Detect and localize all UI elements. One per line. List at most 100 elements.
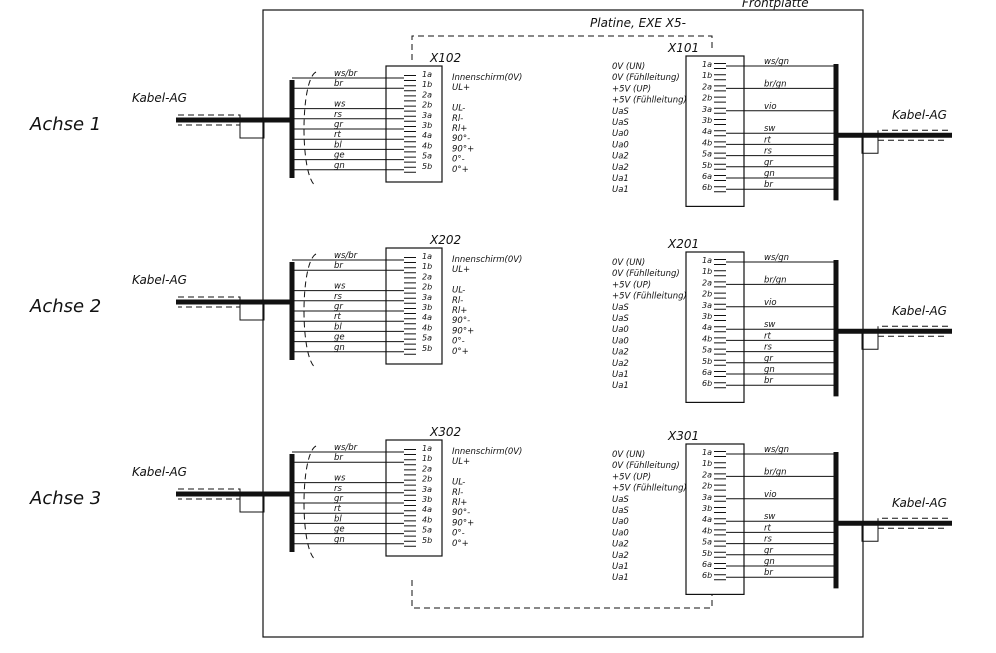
pin-contact	[404, 75, 416, 81]
pin-label: 4b	[422, 323, 432, 332]
pin-contact	[714, 270, 726, 277]
wire-color-label: gr	[764, 354, 773, 364]
pin-contact	[404, 277, 416, 284]
shield-loop	[303, 253, 317, 369]
pin-contact	[404, 146, 416, 153]
pin-label: 2b	[702, 482, 712, 491]
cable-shield	[178, 488, 241, 500]
pin-label: 5a	[702, 150, 712, 159]
wire-color-label: ws	[334, 474, 346, 484]
pin-contact	[404, 540, 416, 547]
wire-color-label: sw	[764, 124, 775, 134]
signal-label: Ua0	[612, 336, 629, 346]
signal-label: Ua0	[612, 140, 629, 150]
signal-label: Ua1	[612, 573, 629, 583]
pin-contact	[404, 520, 416, 527]
connector-label: X202	[429, 233, 461, 247]
pin-label: 2b	[422, 475, 432, 484]
signal-label: Rl-	[452, 296, 463, 306]
pin-label: 3b	[702, 116, 712, 125]
pin-contact	[404, 479, 416, 486]
wire-color-label: ws	[334, 100, 346, 110]
pin-label: 2b	[702, 94, 712, 103]
pin-contact	[714, 518, 726, 525]
wire-color-label: rs	[764, 343, 772, 353]
signal-label: Ua2	[612, 551, 629, 561]
wire-color-label: vio	[764, 298, 777, 308]
signal-label: Rl-	[452, 488, 463, 498]
wire-color-label: br	[334, 261, 343, 271]
signal-label: UaS	[612, 107, 629, 117]
junction-dot	[261, 299, 267, 305]
pin-label: 4b	[702, 334, 712, 343]
pin-contact	[714, 563, 726, 569]
wire-color-label: gr	[334, 120, 343, 130]
signal-label: 90°-	[452, 316, 470, 326]
pin-label: 5a	[422, 152, 432, 161]
wire-color-label: vio	[764, 102, 777, 112]
signal-label: UL-	[452, 478, 465, 488]
pin-label: 1b	[702, 459, 712, 468]
signal-label: Ua1	[612, 185, 629, 195]
pin-label: 3b	[702, 504, 712, 513]
cable-label: Kabel-AG	[892, 108, 947, 122]
cable-label: Kabel-AG	[892, 496, 947, 510]
pin-label: 5a	[422, 526, 432, 535]
wire-color-label: rt	[334, 312, 341, 322]
wire-color-label: rt	[764, 135, 771, 145]
wire-color-label: ge	[334, 151, 345, 161]
pin-contact	[714, 303, 726, 310]
signal-label: Ua2	[612, 540, 629, 550]
shield-tap	[861, 331, 879, 350]
pin-label: 4a	[422, 313, 432, 322]
signal-label: Rl-	[452, 114, 463, 124]
pin-contact	[714, 63, 726, 69]
pin-contact	[404, 510, 416, 517]
pin-label: 4a	[702, 515, 712, 524]
pin-contact	[404, 530, 416, 537]
wire-color-label: ge	[334, 525, 345, 535]
pin-contact	[714, 529, 726, 536]
wire-color-label: ws/gn	[764, 57, 789, 67]
signal-label: UL+	[452, 457, 470, 467]
signal-label: Ua1	[612, 370, 629, 380]
wire-color-label: br/gn	[764, 467, 787, 477]
pin-contact	[404, 105, 416, 112]
pin-contact	[404, 267, 416, 274]
wire-color-label: rt	[334, 130, 341, 140]
signal-label: 0V (Fühlleitung)	[612, 269, 680, 279]
pin-contact	[404, 126, 416, 132]
pin-label: 1b	[422, 80, 432, 89]
axis-label: Achse 3	[29, 488, 101, 509]
wire-color-label: ws/gn	[764, 253, 789, 263]
signal-label: 0V (UN)	[612, 62, 645, 72]
signal-label: 0°-	[452, 337, 465, 347]
signal-label: UaS	[612, 495, 629, 505]
signal-label: +5V (UP)	[612, 472, 651, 482]
wire-color-label: rt	[764, 331, 771, 341]
pin-contact	[714, 540, 726, 547]
pin-contact	[714, 574, 726, 581]
pin-label: 6a	[702, 172, 712, 181]
pin-contact	[714, 348, 726, 355]
signal-label: Ua2	[612, 152, 629, 162]
pin-label: 5b	[422, 344, 432, 353]
pin-contact	[714, 326, 726, 333]
signal-label: 0°+	[452, 165, 469, 175]
signal-label: Ua2	[612, 163, 629, 173]
pin-label: 4b	[422, 515, 432, 524]
pin-label: 6a	[702, 368, 712, 377]
wire-color-label: sw	[764, 320, 775, 330]
connector-label: X101	[667, 41, 699, 55]
wire-color-label: sw	[764, 512, 775, 522]
pin-label: 3a	[702, 301, 712, 310]
pin-contact	[714, 259, 726, 265]
wire-color-label: gr	[334, 302, 343, 312]
wire-color-label: rs	[334, 110, 342, 120]
axis-label: Achse 1	[29, 114, 101, 135]
signal-label: Ua1	[612, 562, 629, 572]
pin-label: 3b	[422, 121, 432, 130]
